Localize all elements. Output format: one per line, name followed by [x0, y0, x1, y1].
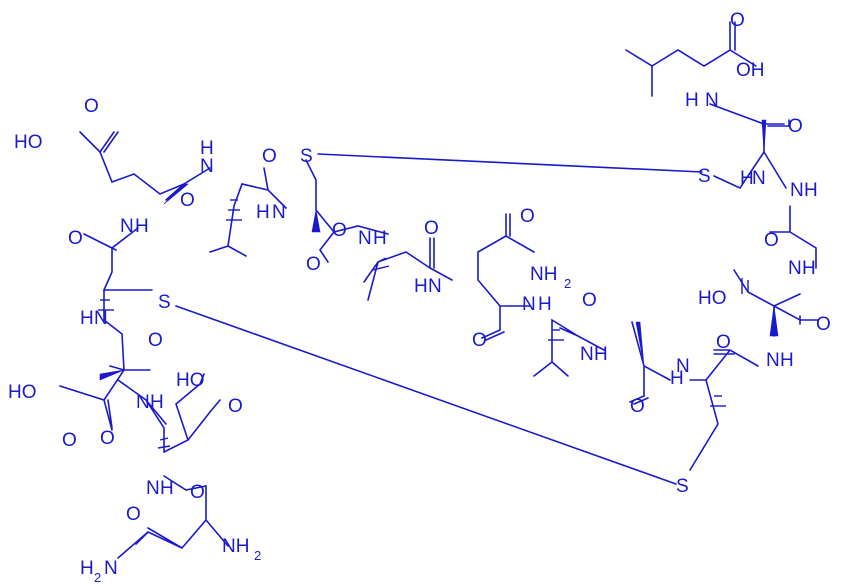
- disulfide-bridges: [175, 153, 703, 485]
- atom-label-sulfur: S: [158, 292, 171, 313]
- atom-label-hydroxyl: HO: [176, 370, 205, 391]
- wedge-bond: [99, 369, 125, 381]
- atom-label-oxygen: O: [148, 330, 163, 351]
- atom-label-hydroxyl: HO: [14, 132, 43, 153]
- atom-label-nitrogen: N: [522, 294, 536, 315]
- atom-label-oxygen: O: [306, 254, 321, 275]
- atom-label-oxygen: O: [816, 314, 831, 335]
- atom-label-hydrogen: H: [160, 478, 174, 499]
- atom-label-nitrogen: N: [766, 350, 780, 371]
- wedge-bond: [761, 119, 767, 153]
- atom-label-hydrogen: H: [538, 294, 552, 315]
- atom-label-subscript: 2: [94, 570, 101, 584]
- wedge-bond: [163, 183, 189, 205]
- atom-label-nitrogen: N: [428, 276, 442, 297]
- atom-label-hydrogen: H: [80, 558, 94, 579]
- stereo-bonds: [98, 119, 779, 449]
- atom-label-amine: NH: [222, 536, 249, 557]
- atom-label-oxygen: O: [100, 428, 115, 449]
- atom-label-oxygen: O: [126, 504, 141, 525]
- atom-label-nitrogen: N: [104, 558, 118, 579]
- atom-label-nitrogen: N: [272, 202, 286, 223]
- atom-label-oxygen: O: [630, 396, 645, 417]
- atom-label-hydroxyl: OH: [736, 60, 765, 81]
- atom-label-oxygen: O: [62, 430, 77, 451]
- atom-label-nitrogen: N: [120, 216, 134, 237]
- atom-label-hydroxyl: HO: [8, 382, 37, 403]
- atom-label-hydrogen: H: [670, 368, 684, 389]
- disulfide-bond-1: [317, 153, 703, 173]
- atom-label-hydrogen: H: [685, 90, 699, 111]
- atom-label-nitrogen: N: [136, 392, 150, 413]
- atom-labels: OH O O N H HO O N H O S S H N O N H O O …: [8, 10, 831, 584]
- atom-label-oxygen: O: [520, 206, 535, 227]
- atom-label-hydrogen: H: [150, 392, 164, 413]
- atom-label-nitrogen: N: [358, 228, 372, 249]
- atom-label-nitrogen: N: [676, 356, 690, 377]
- atom-label-hydrogen: H: [594, 344, 608, 365]
- atom-label-hydrogen: H: [256, 202, 270, 223]
- atom-label-oxygen: O: [180, 190, 195, 211]
- wedge-bond: [311, 209, 321, 233]
- atom-label-nitrogen: N: [200, 156, 214, 177]
- atom-label-hydroxyl: HO: [698, 288, 727, 309]
- atom-label-nitrogen: N: [705, 90, 719, 111]
- atom-label-oxygen: O: [764, 230, 779, 251]
- atom-label-hydrogen: H: [200, 138, 214, 159]
- disulfide-bond-2: [175, 305, 677, 485]
- atom-label-nitrogen: N: [146, 478, 160, 499]
- atom-label-oxygen: O: [472, 330, 487, 351]
- atom-label-sulfur: S: [676, 476, 689, 497]
- atom-label-nitrogen: N: [94, 308, 108, 329]
- atom-label-hydrogen: H: [802, 258, 816, 279]
- atom-label-nitrogen: N: [790, 180, 804, 201]
- atom-label-oxygen: O: [68, 228, 83, 249]
- atom-label-hydrogen: H: [135, 216, 149, 237]
- atom-label-hydrogen: H: [373, 228, 387, 249]
- bond-skeleton: [59, 21, 819, 559]
- atom-label-oxygen: O: [788, 116, 803, 137]
- wedge-bond: [635, 321, 645, 367]
- atom-label-oxygen: O: [262, 146, 277, 167]
- atom-label-nitrogen: N: [580, 344, 594, 365]
- atom-label-subscript: 2: [254, 548, 261, 563]
- wedge-bond: [769, 305, 779, 337]
- atom-label-hydrogen: H: [414, 276, 428, 297]
- atom-label-oxygen: O: [84, 96, 99, 117]
- atom-label-amine: NH: [530, 264, 557, 285]
- atom-label-hydrogen: H: [80, 308, 94, 329]
- atom-label-nitrogen: N: [752, 168, 766, 189]
- atom-label-oxygen: O: [730, 10, 745, 31]
- atom-label-hydrogen: H: [740, 168, 754, 189]
- atom-label-hydrogen: H: [780, 350, 794, 371]
- atom-label-nitrogen: N: [788, 258, 802, 279]
- atom-label-oxygen: O: [332, 220, 347, 241]
- atom-label-sulfur: S: [300, 146, 313, 167]
- atom-label-hydrogen: H: [804, 180, 818, 201]
- atom-label-oxygen: O: [190, 482, 205, 503]
- atom-label-oxygen: O: [424, 218, 439, 239]
- atom-label-sulfur: S: [698, 166, 711, 187]
- atom-label-oxygen: O: [582, 290, 597, 311]
- atom-label-subscript: 2: [564, 276, 571, 291]
- atom-label-oxygen: O: [716, 332, 731, 353]
- atom-label-oxygen: O: [228, 396, 243, 417]
